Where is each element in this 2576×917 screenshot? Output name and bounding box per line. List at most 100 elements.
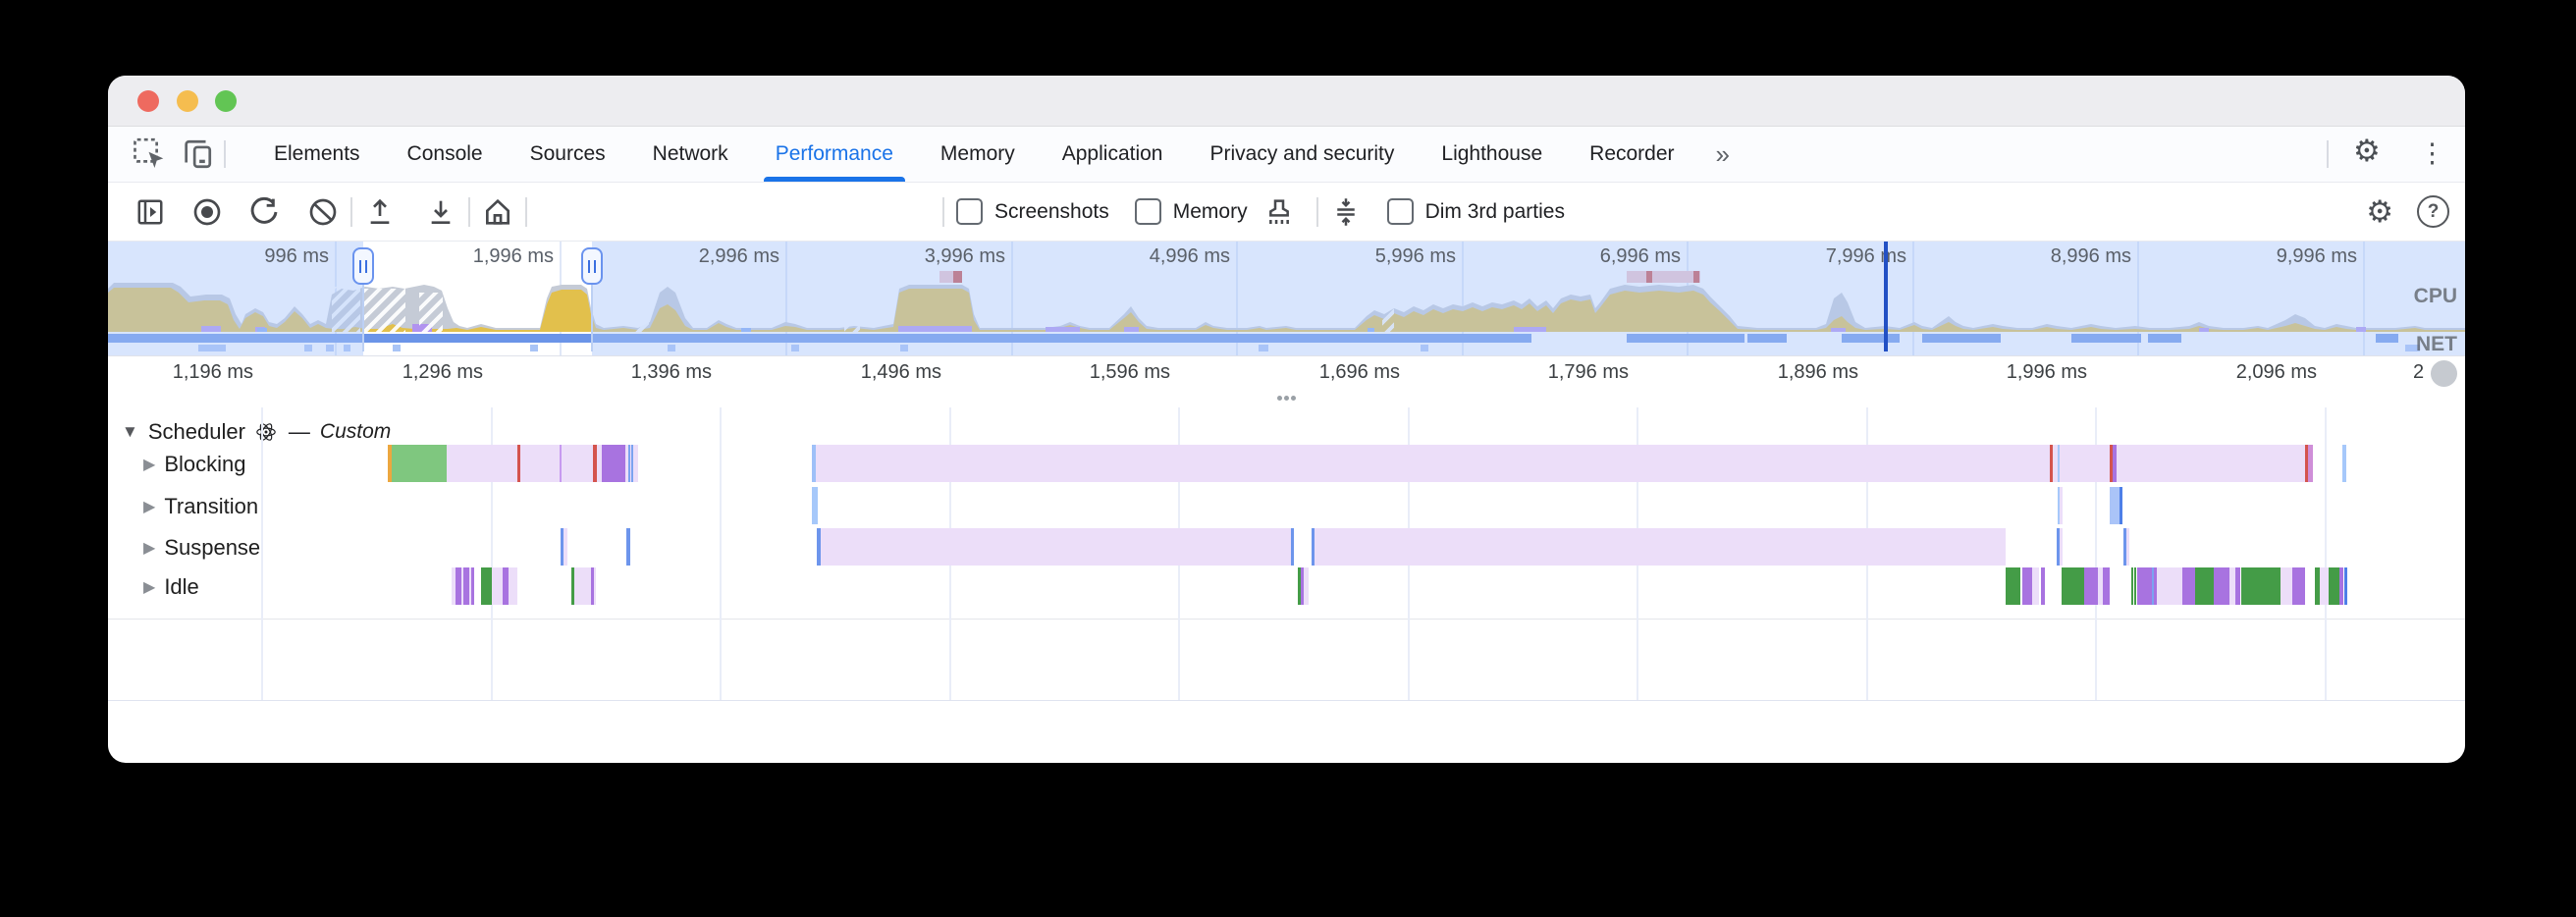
- track-event-segment[interactable]: [2126, 528, 2129, 566]
- collapse-triangle-icon[interactable]: ▼: [122, 422, 138, 441]
- track-event-segment[interactable]: [564, 528, 567, 566]
- panel-drag-handle[interactable]: [108, 390, 2465, 407]
- track-event-segment[interactable]: [1291, 528, 1294, 566]
- inspect-element-icon[interactable]: [133, 137, 168, 171]
- track-event-segment[interactable]: [817, 528, 821, 566]
- track-event-segment[interactable]: [560, 445, 562, 482]
- track-event-segment[interactable]: [2050, 445, 2053, 482]
- track-event-segment[interactable]: [2241, 567, 2281, 605]
- track-event-segment[interactable]: [388, 445, 392, 482]
- clear-recording-icon[interactable]: [307, 196, 339, 228]
- track-event-segment[interactable]: [812, 487, 818, 524]
- network-conditions-icon[interactable]: [1263, 196, 1295, 228]
- close-window-button[interactable]: [137, 90, 159, 112]
- track-event-segment[interactable]: [492, 567, 503, 605]
- track-event-segment[interactable]: [2058, 487, 2060, 524]
- save-profile-icon[interactable]: [425, 196, 456, 228]
- dim-3rd-parties-checkbox[interactable]: [1386, 198, 1414, 225]
- track-row-label-transition[interactable]: ▶Transition: [143, 494, 258, 519]
- memory-checkbox[interactable]: [1134, 198, 1161, 225]
- track-event-segment[interactable]: [503, 567, 509, 605]
- track-event-segment[interactable]: [2157, 567, 2182, 605]
- toggle-sidebar-icon[interactable]: [134, 196, 166, 228]
- track-event-segment[interactable]: [481, 567, 492, 605]
- track-event-segment[interactable]: [2123, 528, 2126, 566]
- track-event-segment[interactable]: [2195, 567, 2214, 605]
- track-event-segment[interactable]: [2137, 567, 2152, 605]
- track-event-segment[interactable]: [574, 567, 591, 605]
- track-event-segment[interactable]: [2320, 567, 2329, 605]
- track-event-segment[interactable]: [2182, 567, 2195, 605]
- track-event-segment[interactable]: [602, 445, 625, 482]
- tab-sources[interactable]: Sources: [529, 142, 606, 165]
- track-row-label-blocking[interactable]: ▶Blocking: [143, 452, 245, 477]
- track-event-segment[interactable]: [1312, 528, 1315, 566]
- tab-elements[interactable]: Elements: [274, 142, 360, 165]
- track-event-segment[interactable]: [2152, 567, 2154, 605]
- tab-console[interactable]: Console: [406, 142, 483, 165]
- live-metrics-home-icon[interactable]: [482, 196, 513, 228]
- track-event-segment[interactable]: [2057, 528, 2060, 566]
- track-event-segment[interactable]: [2344, 567, 2347, 605]
- track-event-segment[interactable]: [2058, 445, 2060, 482]
- expand-triangle-icon[interactable]: ▶: [143, 540, 156, 557]
- track-event-segment[interactable]: [2342, 445, 2346, 482]
- track-event-segment[interactable]: [2110, 445, 2113, 482]
- track-event-segment[interactable]: [392, 445, 447, 482]
- selection-handle-left[interactable]: [352, 247, 374, 285]
- track-event-segment[interactable]: [1315, 528, 2006, 566]
- track-event-segment[interactable]: [2214, 567, 2229, 605]
- track-row-label-idle[interactable]: ▶Idle: [143, 574, 199, 600]
- record-icon[interactable]: [191, 196, 223, 228]
- record-and-reload-icon[interactable]: [248, 196, 280, 228]
- capture-settings-gear-icon[interactable]: ⚙: [2366, 194, 2393, 229]
- expand-triangle-icon[interactable]: ▶: [143, 579, 156, 596]
- track-event-segment[interactable]: [591, 567, 594, 605]
- track-event-segment[interactable]: [2229, 567, 2235, 605]
- load-profile-icon[interactable]: [364, 196, 396, 228]
- device-toolbar-icon[interactable]: [181, 137, 214, 171]
- track-event-segment[interactable]: [626, 528, 630, 566]
- track-event-segment[interactable]: [452, 567, 456, 605]
- tab-network[interactable]: Network: [652, 142, 728, 165]
- track-event-segment[interactable]: [2032, 567, 2039, 605]
- zoom-window-button[interactable]: [215, 90, 237, 112]
- settings-gear-icon[interactable]: ⚙: [2353, 134, 2381, 168]
- track-event-segment[interactable]: [812, 445, 816, 482]
- track-event-segment[interactable]: [2131, 567, 2133, 605]
- track-event-segment[interactable]: [2084, 567, 2098, 605]
- scheduler-track-header[interactable]: ▼ Scheduler — Custom: [122, 419, 391, 445]
- track-event-segment[interactable]: [561, 528, 564, 566]
- track-event-segment[interactable]: [1298, 567, 1301, 605]
- track-event-segment[interactable]: [816, 445, 2305, 482]
- track-event-segment[interactable]: [2154, 567, 2157, 605]
- track-event-segment[interactable]: [2292, 567, 2305, 605]
- tab-application[interactable]: Application: [1061, 142, 1163, 165]
- track-event-segment[interactable]: [2281, 567, 2292, 605]
- track-event-segment[interactable]: [463, 567, 469, 605]
- track-event-segment[interactable]: [2006, 567, 2020, 605]
- track-event-segment[interactable]: [2041, 567, 2045, 605]
- track-event-segment[interactable]: [2062, 567, 2084, 605]
- more-options-icon[interactable]: ⋮: [2419, 138, 2445, 168]
- tab-performance[interactable]: Performance: [763, 127, 906, 182]
- expand-triangle-icon[interactable]: ▶: [143, 457, 156, 473]
- track-event-segment[interactable]: [628, 445, 630, 482]
- track-event-segment[interactable]: [2120, 487, 2122, 524]
- track-event-segment[interactable]: [594, 567, 596, 605]
- track-event-segment[interactable]: [2308, 445, 2313, 482]
- track-event-segment[interactable]: [2235, 567, 2240, 605]
- track-event-segment[interactable]: [471, 567, 474, 605]
- tab-privacy-and-security[interactable]: Privacy and security: [1209, 142, 1395, 165]
- help-icon[interactable]: ?: [2417, 195, 2449, 228]
- track-event-segment[interactable]: [2134, 567, 2136, 605]
- track-event-segment[interactable]: [2060, 487, 2063, 524]
- track-event-segment[interactable]: [2060, 528, 2063, 566]
- track-event-segment[interactable]: [631, 445, 633, 482]
- track-event-segment[interactable]: [593, 445, 597, 482]
- track-event-segment[interactable]: [2113, 445, 2117, 482]
- selection-handle-right[interactable]: [581, 247, 603, 285]
- track-event-segment[interactable]: [2339, 567, 2343, 605]
- collapse-shortcuts-icon[interactable]: [1330, 196, 1362, 228]
